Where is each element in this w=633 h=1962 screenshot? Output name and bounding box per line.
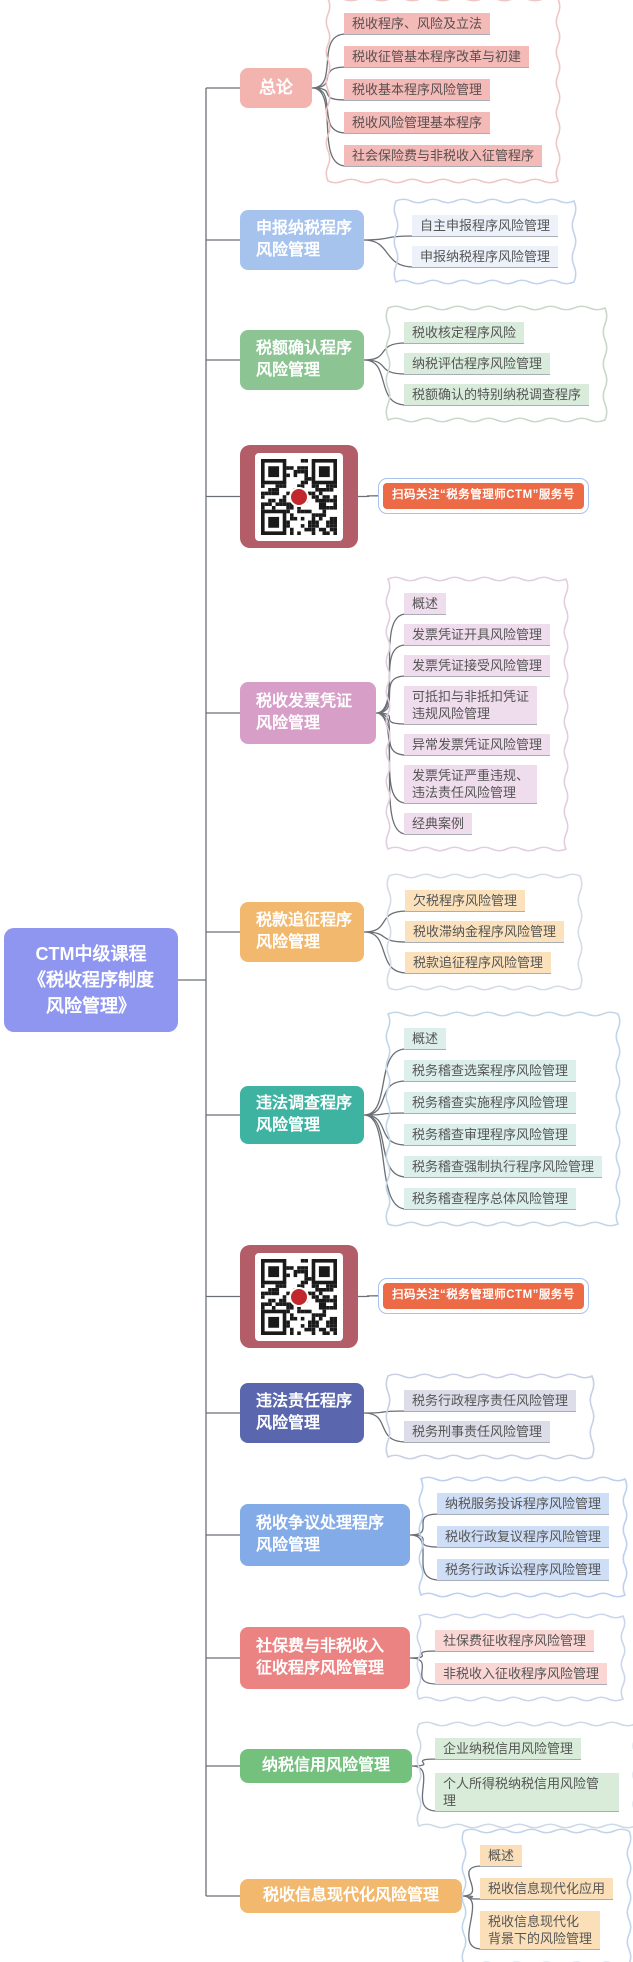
child-topic[interactable]: 概述: [404, 1028, 447, 1050]
children-group-social-insurance: 社保费征收程序风险管理 非税收入征收程序风险管理: [416, 1613, 626, 1702]
children-group-filing: 自主申报程序风险管理 申报纳税程序风险管理: [393, 198, 577, 285]
child-topic[interactable]: 税收基本程序风险管理: [344, 79, 491, 101]
child-topic[interactable]: 可抵扣与非抵扣凭证 违规风险管理: [404, 686, 538, 725]
child-topic[interactable]: 税收行政复议程序风险管理: [437, 1526, 610, 1548]
child-topic[interactable]: 社会保险费与非税收入征管程序: [344, 145, 543, 167]
child-topic[interactable]: 税收滞纳金程序风险管理: [405, 921, 565, 943]
child-topic[interactable]: 社保费征收程序风险管理: [435, 1630, 595, 1652]
children-group-tax-recovery: 欠税程序风险管理 税收滞纳金程序风险管理 税款追征程序风险管理: [386, 873, 583, 991]
qr-badge[interactable]: 扫码关注“税务管理师CTM”服务号: [378, 1278, 589, 1314]
wavy-border: [416, 1613, 626, 1702]
children-group-tax-credit: 企业纳税信用风险管理 个人所得税纳税信用风险管理: [416, 1721, 633, 1829]
child-topic[interactable]: 异常发票凭证风险管理: [404, 734, 551, 756]
child-topic[interactable]: 发票凭证开具风险管理: [404, 624, 551, 646]
branch-node-tax-informatization[interactable]: 税收信息现代化风险管理: [240, 1879, 462, 1913]
child-topic[interactable]: 个人所得税纳税信用风险管理: [435, 1773, 619, 1812]
branch-node-overview[interactable]: 总论: [240, 68, 312, 108]
child-topic[interactable]: 纳税服务投诉程序风险管理: [437, 1493, 610, 1515]
child-topic[interactable]: 纳税评估程序风险管理: [404, 353, 551, 375]
children-group-tax-informatization: 概述 税收信息现代化应用 税收信息现代化 背景下的风险管理: [461, 1828, 632, 1962]
branch-node-violation-liability[interactable]: 违法责任程序 风险管理: [240, 1383, 364, 1443]
child-topic[interactable]: 概述: [480, 1845, 523, 1867]
child-topic[interactable]: 税收核定程序风险: [404, 322, 525, 344]
child-topic[interactable]: 税款追征程序风险管理: [405, 952, 552, 974]
qr-center-logo: [289, 486, 309, 507]
qr-badge-text: 扫码关注“税务管理师CTM”服务号: [383, 1283, 584, 1309]
child-topic[interactable]: 非税收入征收程序风险管理: [435, 1663, 608, 1685]
children-group-overview: 税收程序、风险及立法 税收征管基本程序改革与初建 税收基本程序风险管理 税收风险…: [325, 0, 561, 184]
qr-code: [255, 452, 343, 541]
child-topic[interactable]: 税务刑事责任风险管理: [404, 1421, 551, 1443]
child-topic[interactable]: 税收信息现代化应用: [480, 1878, 614, 1900]
child-topic[interactable]: 欠税程序风险管理: [405, 890, 526, 912]
child-topic[interactable]: 税务稽查选案程序风险管理: [404, 1060, 577, 1082]
child-topic[interactable]: 税收信息现代化 背景下的风险管理: [480, 1911, 601, 1950]
child-topic[interactable]: 经典案例: [404, 813, 473, 835]
children-group-violation-investigation: 概述 税务稽查选案程序风险管理 税务稽查实施程序风险管理 税务稽查审理程序风险管…: [385, 1011, 621, 1227]
qr-code-node[interactable]: [240, 1245, 358, 1348]
branch-node-tax-recovery[interactable]: 税款追征程序 风险管理: [240, 902, 364, 962]
child-topic[interactable]: 申报纳税程序风险管理: [412, 246, 559, 268]
child-topic[interactable]: 税务稽查审理程序风险管理: [404, 1124, 577, 1146]
branch-node-social-insurance[interactable]: 社保费与非税收入 征收程序风险管理: [240, 1627, 410, 1689]
child-topic[interactable]: 概述: [404, 593, 447, 615]
branch-node-tax-credit[interactable]: 纳税信用风险管理: [240, 1749, 412, 1783]
child-topic[interactable]: 税收程序、风险及立法: [344, 13, 491, 35]
child-topic[interactable]: 税务稽查程序总体风险管理: [404, 1188, 577, 1210]
child-topic[interactable]: 税收征管基本程序改革与初建: [344, 46, 530, 68]
qr-badge[interactable]: 扫码关注“税务管理师CTM”服务号: [378, 478, 589, 514]
branch-node-invoice-voucher[interactable]: 税收发票凭证 风险管理: [240, 682, 376, 744]
child-topic[interactable]: 企业纳税信用风险管理: [435, 1738, 582, 1760]
child-topic[interactable]: 税额确认的特别纳税调查程序: [404, 384, 590, 406]
child-topic[interactable]: 税务行政诉讼程序风险管理: [437, 1559, 610, 1581]
wavy-border: [393, 198, 577, 285]
root-topic[interactable]: CTM中级课程 《税收程序制度 风险管理》: [4, 928, 178, 1032]
child-topic[interactable]: 税务稽查实施程序风险管理: [404, 1092, 577, 1114]
child-topic[interactable]: 自主申报程序风险管理: [412, 215, 559, 237]
branch-node-filing[interactable]: 申报纳税程序 风险管理: [240, 210, 364, 270]
qr-badge-text: 扫码关注“税务管理师CTM”服务号: [383, 483, 584, 509]
children-group-invoice-voucher: 概述 发票凭证开具风险管理 发票凭证接受风险管理 可抵扣与非抵扣凭证 违规风险管…: [385, 576, 569, 852]
child-topic[interactable]: 税务行政程序责任风险管理: [404, 1390, 577, 1412]
child-topic[interactable]: 税收风险管理基本程序: [344, 112, 491, 134]
child-topic[interactable]: 发票凭证严重违规、 违法责任风险管理: [404, 765, 538, 804]
branch-node-violation-investigation[interactable]: 违法调查程序 风险管理: [240, 1086, 364, 1144]
child-topic[interactable]: 发票凭证接受风险管理: [404, 655, 551, 677]
child-topic[interactable]: 税务稽查强制执行程序风险管理: [404, 1156, 603, 1178]
children-group-dispute-resolution: 纳税服务投诉程序风险管理 税收行政复议程序风险管理 税务行政诉讼程序风险管理: [418, 1476, 628, 1598]
qr-code-node[interactable]: [240, 445, 358, 548]
children-group-tax-confirmation: 税收核定程序风险 纳税评估程序风险管理 税额确认的特别纳税调查程序: [385, 305, 608, 423]
branch-node-tax-confirmation[interactable]: 税额确认程序 风险管理: [240, 330, 364, 390]
qr-center-logo: [289, 1286, 309, 1307]
children-group-violation-liability: 税务行政程序责任风险管理 税务刑事责任风险管理: [385, 1373, 595, 1460]
branch-node-dispute-resolution[interactable]: 税收争议处理程序 风险管理: [240, 1504, 410, 1566]
qr-code: [255, 1252, 343, 1341]
wavy-border: [385, 1373, 595, 1460]
